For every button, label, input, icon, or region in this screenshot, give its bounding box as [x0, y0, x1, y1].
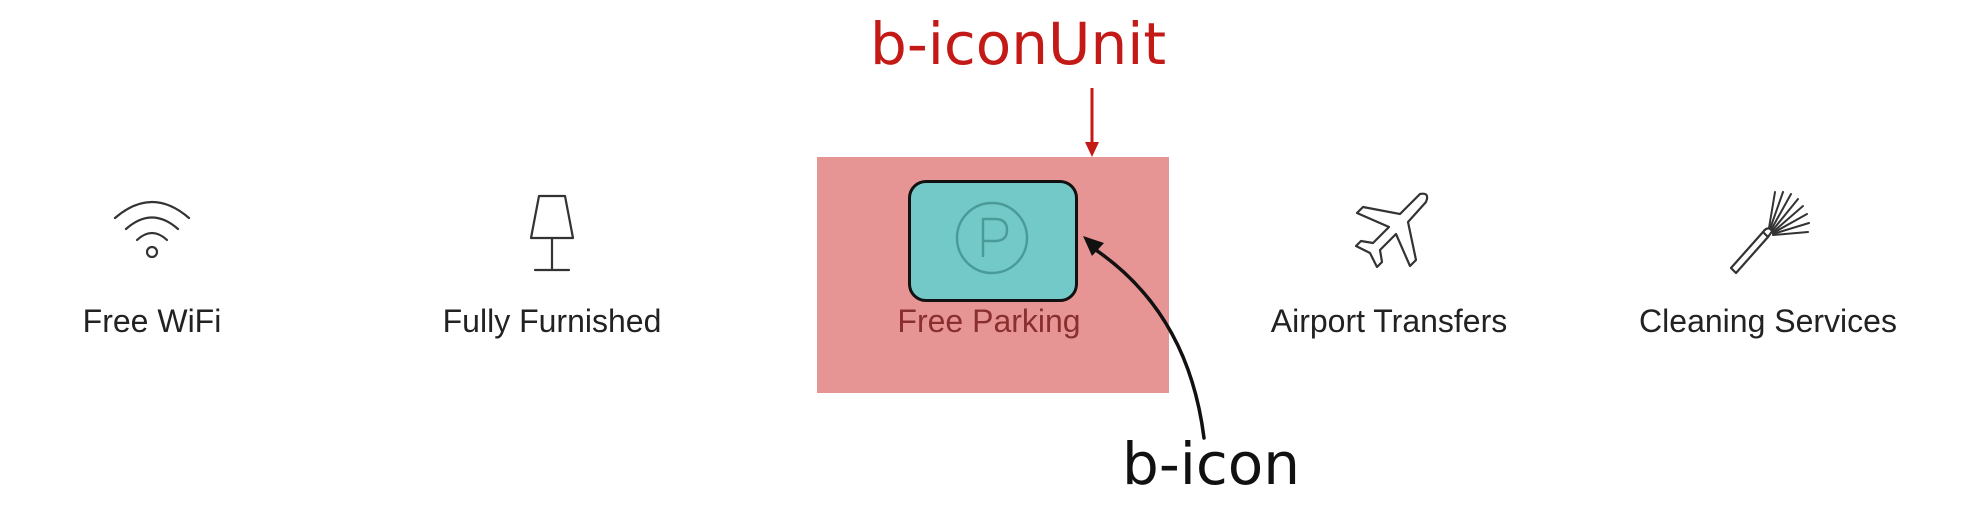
- lamp-icon: [507, 186, 597, 276]
- feature-label: Free Parking: [897, 303, 1081, 339]
- feature-label: Airport Transfers: [1270, 303, 1508, 339]
- parking-icon: [955, 201, 1029, 275]
- b-icon-annotation: b-icon: [1122, 430, 1300, 498]
- feature-free-parking: Free Parking: [829, 186, 1149, 346]
- feature-airport-transfers: Airport Transfers: [1229, 186, 1549, 346]
- feature-cleaning-services: Cleaning Services: [1608, 186, 1928, 346]
- feature-free-wifi: Free WiFi: [0, 186, 312, 346]
- b-icon-highlight: [908, 180, 1078, 302]
- feature-fully-furnished: Fully Furnished: [392, 186, 712, 346]
- feature-label: Fully Furnished: [442, 303, 662, 339]
- broom-icon: [1723, 186, 1813, 276]
- wifi-icon: [107, 186, 197, 276]
- feature-label: Free WiFi: [82, 303, 222, 339]
- airplane-icon: [1344, 186, 1434, 276]
- feature-label: Cleaning Services: [1639, 303, 1897, 339]
- b-icon-unit-arrow: [1085, 88, 1099, 157]
- b-icon-unit-annotation: b-iconUnit: [870, 10, 1167, 78]
